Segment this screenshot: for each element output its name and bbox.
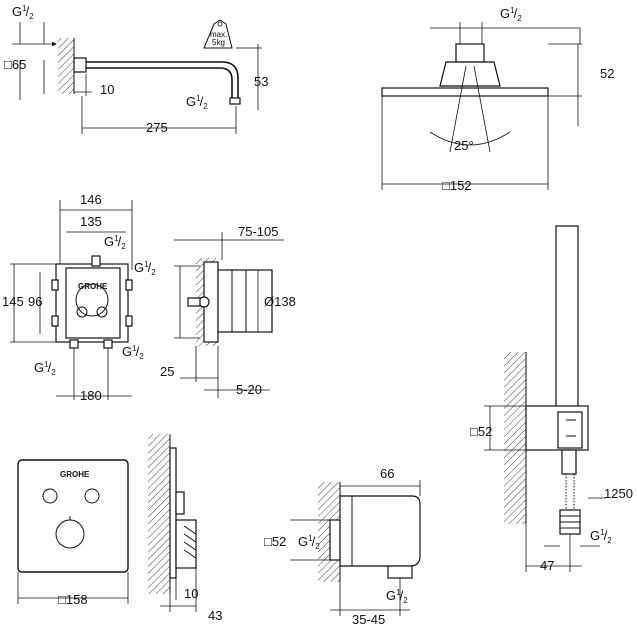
box-center-ring	[75, 283, 109, 317]
dim-10-trim: 10	[184, 586, 198, 601]
g-half-label-arm-bottom: G1/2	[186, 94, 208, 111]
trim-plate	[17, 459, 129, 573]
box-side-view: 75-105 Ø138 25 5-20	[160, 224, 296, 398]
dim-275-arm: 275	[146, 120, 168, 135]
g-half-label-hand: G1/2	[590, 528, 612, 545]
dim-180-box: 180	[80, 388, 102, 403]
dim-52-elbow: □52	[264, 534, 286, 549]
brand-logo-box: GROHE	[78, 282, 108, 291]
dim-52-head: 52	[600, 66, 614, 81]
dim-145-box: 145	[2, 294, 24, 309]
dim-65-arm: □65	[4, 57, 26, 72]
wall-hatch	[58, 38, 74, 94]
dim-52-hand: □52	[470, 424, 492, 439]
hand-shower-handle	[555, 225, 579, 417]
dim-135-box: 135	[80, 214, 102, 229]
dim-96-box: 96	[28, 294, 42, 309]
g-half-label-elbow-bottom: G1/2	[386, 588, 408, 605]
dim-5-20-side: 5-20	[236, 382, 262, 397]
head-shower-view: G1/2 52 25° □152	[381, 6, 614, 193]
wall-hatch-trim	[148, 434, 170, 594]
brand-logo-trim: GROHE	[60, 470, 90, 479]
arm-flange	[73, 57, 87, 73]
trim-front-view: GROHE □158	[17, 459, 129, 607]
wall-hatch-hand	[504, 352, 526, 524]
weight-line1: max.	[210, 30, 227, 39]
weight-tag: max. 5kg	[203, 19, 233, 49]
dim-53-arm: 53	[254, 74, 268, 89]
box-front-view: 146 135 G1/2 G1/2 GROHE 145 96 G1/2 G1/2	[2, 192, 156, 403]
shower-arm	[86, 61, 239, 100]
g-half-label-box-right: G1/2	[134, 260, 156, 277]
button-left	[42, 488, 58, 504]
g-half-label-head: G1/2	[500, 6, 522, 23]
dim-10-arm: 10	[100, 82, 114, 97]
dim-158-trim: □158	[58, 592, 88, 607]
g-half-label-arm-top: G1/2	[12, 4, 34, 21]
dim-75-105-side: 75-105	[238, 224, 278, 239]
dim-66-elbow: 66	[380, 466, 394, 481]
dim-1250-hand: 1250	[604, 486, 633, 501]
g-half-label-elbow-left: G1/2	[298, 534, 320, 551]
g-half-label-box-bottom-right: G1/2	[122, 344, 144, 361]
trim-side-view: 10 43	[148, 434, 222, 623]
dim-35-45-elbow: 35-45	[352, 612, 385, 627]
head-connector	[455, 43, 485, 63]
hand-shower-view: □52 1250 G1/2 47	[470, 225, 633, 573]
weight-line2: 5kg	[212, 38, 225, 47]
dim-angle-head: 25°	[454, 138, 474, 153]
dim-43-trim: 43	[208, 608, 222, 623]
dim-138-side: Ø138	[264, 294, 296, 309]
g-half-label-box-bottom-left: G1/2	[34, 360, 56, 377]
button-right	[84, 488, 100, 504]
head-shower-plate	[381, 87, 549, 97]
side-box	[217, 269, 273, 333]
dim-47-hand: 47	[540, 558, 554, 573]
elbow-view: 66 □52 G1/2 G1/2 35-45	[264, 466, 421, 627]
trim-side-knob	[175, 519, 197, 569]
shower-arm-view: max. 5kg G1/2 □65 10 53 G1/2 275	[4, 4, 268, 135]
dim-146-box: 146	[80, 192, 102, 207]
g-half-label-box-top: G1/2	[104, 234, 126, 251]
dim-25-side: 25	[160, 364, 174, 379]
dim-152-head: □152	[442, 178, 472, 193]
